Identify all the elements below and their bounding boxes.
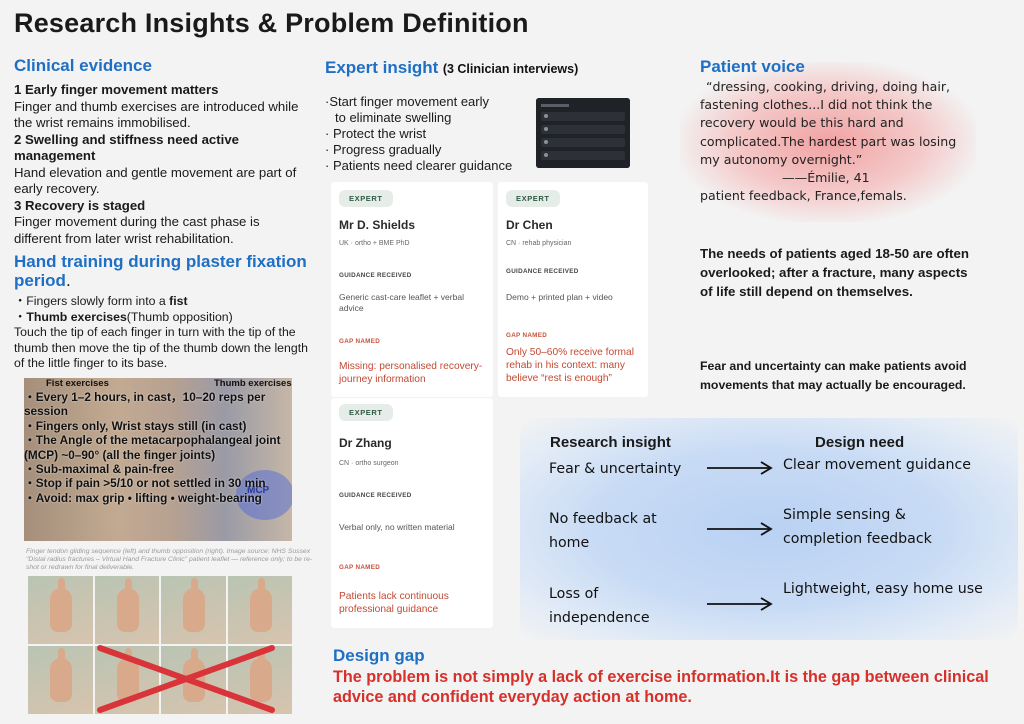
guidance-received-text: Demo + printed plan + video — [506, 292, 613, 302]
arrow-right-icon — [707, 522, 773, 536]
hand-training-bullets: ・Fingers slowly form into a fist ・Thumb … — [14, 294, 314, 325]
gap-named-label: GAP NAMED — [339, 564, 381, 571]
expert-insight-heading: Expert insight — [325, 58, 439, 77]
patient-voice-heading: Patient voice — [700, 57, 805, 76]
need-row-3: Lightweight, easy home use — [783, 581, 983, 597]
bullet-thumb-prefix: ・ — [14, 309, 27, 324]
guidance-received-text: Verbal only, no written material — [339, 522, 455, 532]
patient-quote-text: “dressing, cooking, driving, doing hair,… — [700, 79, 957, 167]
mcp-label: MCP — [247, 485, 270, 496]
need-row-2: Simple sensing & completion feedback — [783, 507, 932, 547]
guideline-1: ・Every 1–2 hours, in cast，10–20 reps per… — [24, 390, 266, 419]
guideline-6: ・Avoid: max grip • lifting • weight-bear… — [24, 490, 262, 505]
patient-needs-statement: The needs of patients aged 18-50 are oft… — [700, 246, 969, 299]
research-insight-header: Research insight — [550, 434, 671, 451]
guideline-3: ・The Angle of the metacarpophalangeal jo… — [24, 433, 281, 462]
insight-row-3: Loss of independence — [549, 586, 650, 626]
patient-quote: “dressing, cooking, driving, doing hair,… — [700, 78, 972, 205]
hand-photo-grid — [28, 576, 292, 714]
clinical-evidence-section: Clinical evidence 1 Early finger movemen… — [14, 56, 304, 247]
expert-role: CN · ortho surgeon — [339, 460, 399, 467]
gap-named-text: Only 50–60% receive formal rehab in his … — [506, 347, 634, 384]
hand-training-heading-text: Hand training during plaster fixation pe… — [14, 252, 307, 290]
guideline-2: ・Fingers only, Wrist stays still (in cas… — [24, 418, 247, 433]
expert-card-zhang: EXPERT Dr Zhang CN · ortho surgeon GUIDA… — [331, 398, 493, 628]
hand-photo — [28, 646, 93, 714]
design-gap-heading: Design gap — [333, 646, 425, 665]
expert-chip: EXPERT — [339, 404, 393, 421]
bullet-thumb-rest: (Thumb opposition) — [126, 309, 233, 324]
hand-training-heading: Hand training during plaster fixation pe… — [14, 252, 314, 290]
page-title: Research Insights & Problem Definition — [14, 8, 529, 38]
hand-photo — [28, 576, 93, 644]
expert-card-chen: EXPERT Dr Chen CN · rehab physician GUID… — [498, 182, 648, 397]
expert-name: Dr Zhang — [339, 436, 392, 450]
expert-role: CN · rehab physician — [506, 240, 572, 247]
app-screenshot-thumbnail — [536, 98, 630, 168]
arrow-right-icon — [707, 461, 773, 475]
hand-photo — [227, 576, 292, 644]
expert-point: · Patients need clearer guidance — [325, 158, 513, 173]
expert-points: ·Start finger movement early to eliminat… — [325, 94, 535, 174]
clinical-item-3-head: 3 Recovery is staged — [14, 197, 146, 213]
hand-photo — [94, 576, 159, 644]
patient-voice-highlight — [680, 62, 976, 222]
gap-named-text: Missing: personalised recovery-journey i… — [339, 361, 483, 385]
image-caption: Finger tendon gliding sequence (left) an… — [26, 548, 313, 572]
bullet-thumb-bold: Thumb exercises — [26, 309, 127, 324]
thumb-exercise-description: Touch the tip of each finger in turn wit… — [14, 325, 308, 370]
expert-role: UK · ortho + BME PhD — [339, 240, 410, 247]
expert-insight-subheading: (3 Clinician interviews) — [442, 62, 579, 76]
arrow-right-icon — [707, 597, 773, 611]
patient-quote-source: patient feedback, France,femals. — [700, 188, 907, 204]
hand-photo — [161, 576, 226, 644]
guidance-received-label: GUIDANCE RECEIVED — [339, 492, 412, 499]
need-row-1: Clear movement guidance — [783, 457, 972, 473]
guidance-received-label: GUIDANCE RECEIVED — [506, 268, 579, 275]
fist-exercises-label: Fist exercises — [46, 378, 109, 389]
bullet-thumb: ・Thumb exercises(Thumb opposition) — [14, 310, 314, 326]
expert-name: Mr D. Shields — [339, 218, 416, 232]
exercise-photo-panel: Fist exercises Thumb exercises MCP ・Ever… — [24, 378, 292, 541]
expert-name: Dr Chen — [506, 218, 553, 232]
expert-point: ·Start finger movement early — [325, 94, 490, 109]
guidance-received-text: Generic cast-care leaflet + verbal advic… — [339, 292, 464, 313]
bullet-fist-bold: fist — [169, 294, 188, 308]
expert-card-shields: EXPERT Mr D. Shields UK · ortho + BME Ph… — [331, 182, 493, 397]
clinical-item-1-head: 1 Early finger movement matters — [14, 82, 219, 97]
guideline-4: ・Sub-maximal & pain-free — [24, 462, 175, 477]
thumb-exercises-label: Thumb exercises — [214, 378, 292, 389]
gap-named-label: GAP NAMED — [339, 338, 381, 345]
exercise-guidelines-list: ・Every 1–2 hours, in cast，10–20 reps per… — [24, 390, 292, 505]
expert-point: · Progress gradually — [325, 142, 442, 157]
expert-insight-header: Expert insight (3 Clinician interviews) — [325, 58, 578, 78]
insight-row-2: No feedback at home — [549, 511, 657, 551]
guidance-received-label: GUIDANCE RECEIVED — [339, 272, 412, 279]
red-cross-icon — [97, 645, 275, 713]
bullet-fist: ・Fingers slowly form into a fist — [14, 294, 314, 310]
guideline-5: ・Stop if pain >5/10 or not settled in 30… — [24, 476, 266, 491]
expert-chip: EXPERT — [506, 190, 560, 207]
hand-training-section: Hand training during plaster fixation pe… — [14, 252, 314, 372]
clinical-item-2-text: Hand elevation and gentle movement are p… — [14, 164, 297, 197]
clinical-item-3-text: Finger movement during the cast phase is… — [14, 214, 260, 246]
hand-training-heading-dot: . — [65, 271, 71, 290]
clinical-evidence-heading: Clinical evidence — [14, 56, 152, 75]
patient-quote-attribution: ——Émilie, 41 — [782, 170, 870, 186]
design-gap-statement: The problem is not simply a lack of exer… — [333, 668, 989, 706]
expert-chip: EXPERT — [339, 190, 393, 207]
bullet-fist-prefix: ・Fingers slowly form into a — [14, 294, 170, 308]
expert-point: to eliminate swelling — [335, 110, 452, 125]
design-need-header: Design need — [815, 434, 905, 451]
fear-uncertainty-statement: Fear and uncertainty can make patients a… — [700, 359, 967, 392]
gap-named-label: GAP NAMED — [506, 332, 548, 339]
clinical-item-1-text: Finger and thumb exercises are introduce… — [14, 98, 299, 131]
insight-row-1: Fear & uncertainty — [549, 461, 682, 477]
gap-named-text: Patients lack continuous professional gu… — [339, 591, 449, 615]
expert-point: · Protect the wrist — [325, 126, 427, 141]
clinical-item-2-head: 2 Swelling and stiffness need active man… — [14, 131, 239, 164]
mcp-highlight-circle — [236, 470, 292, 520]
